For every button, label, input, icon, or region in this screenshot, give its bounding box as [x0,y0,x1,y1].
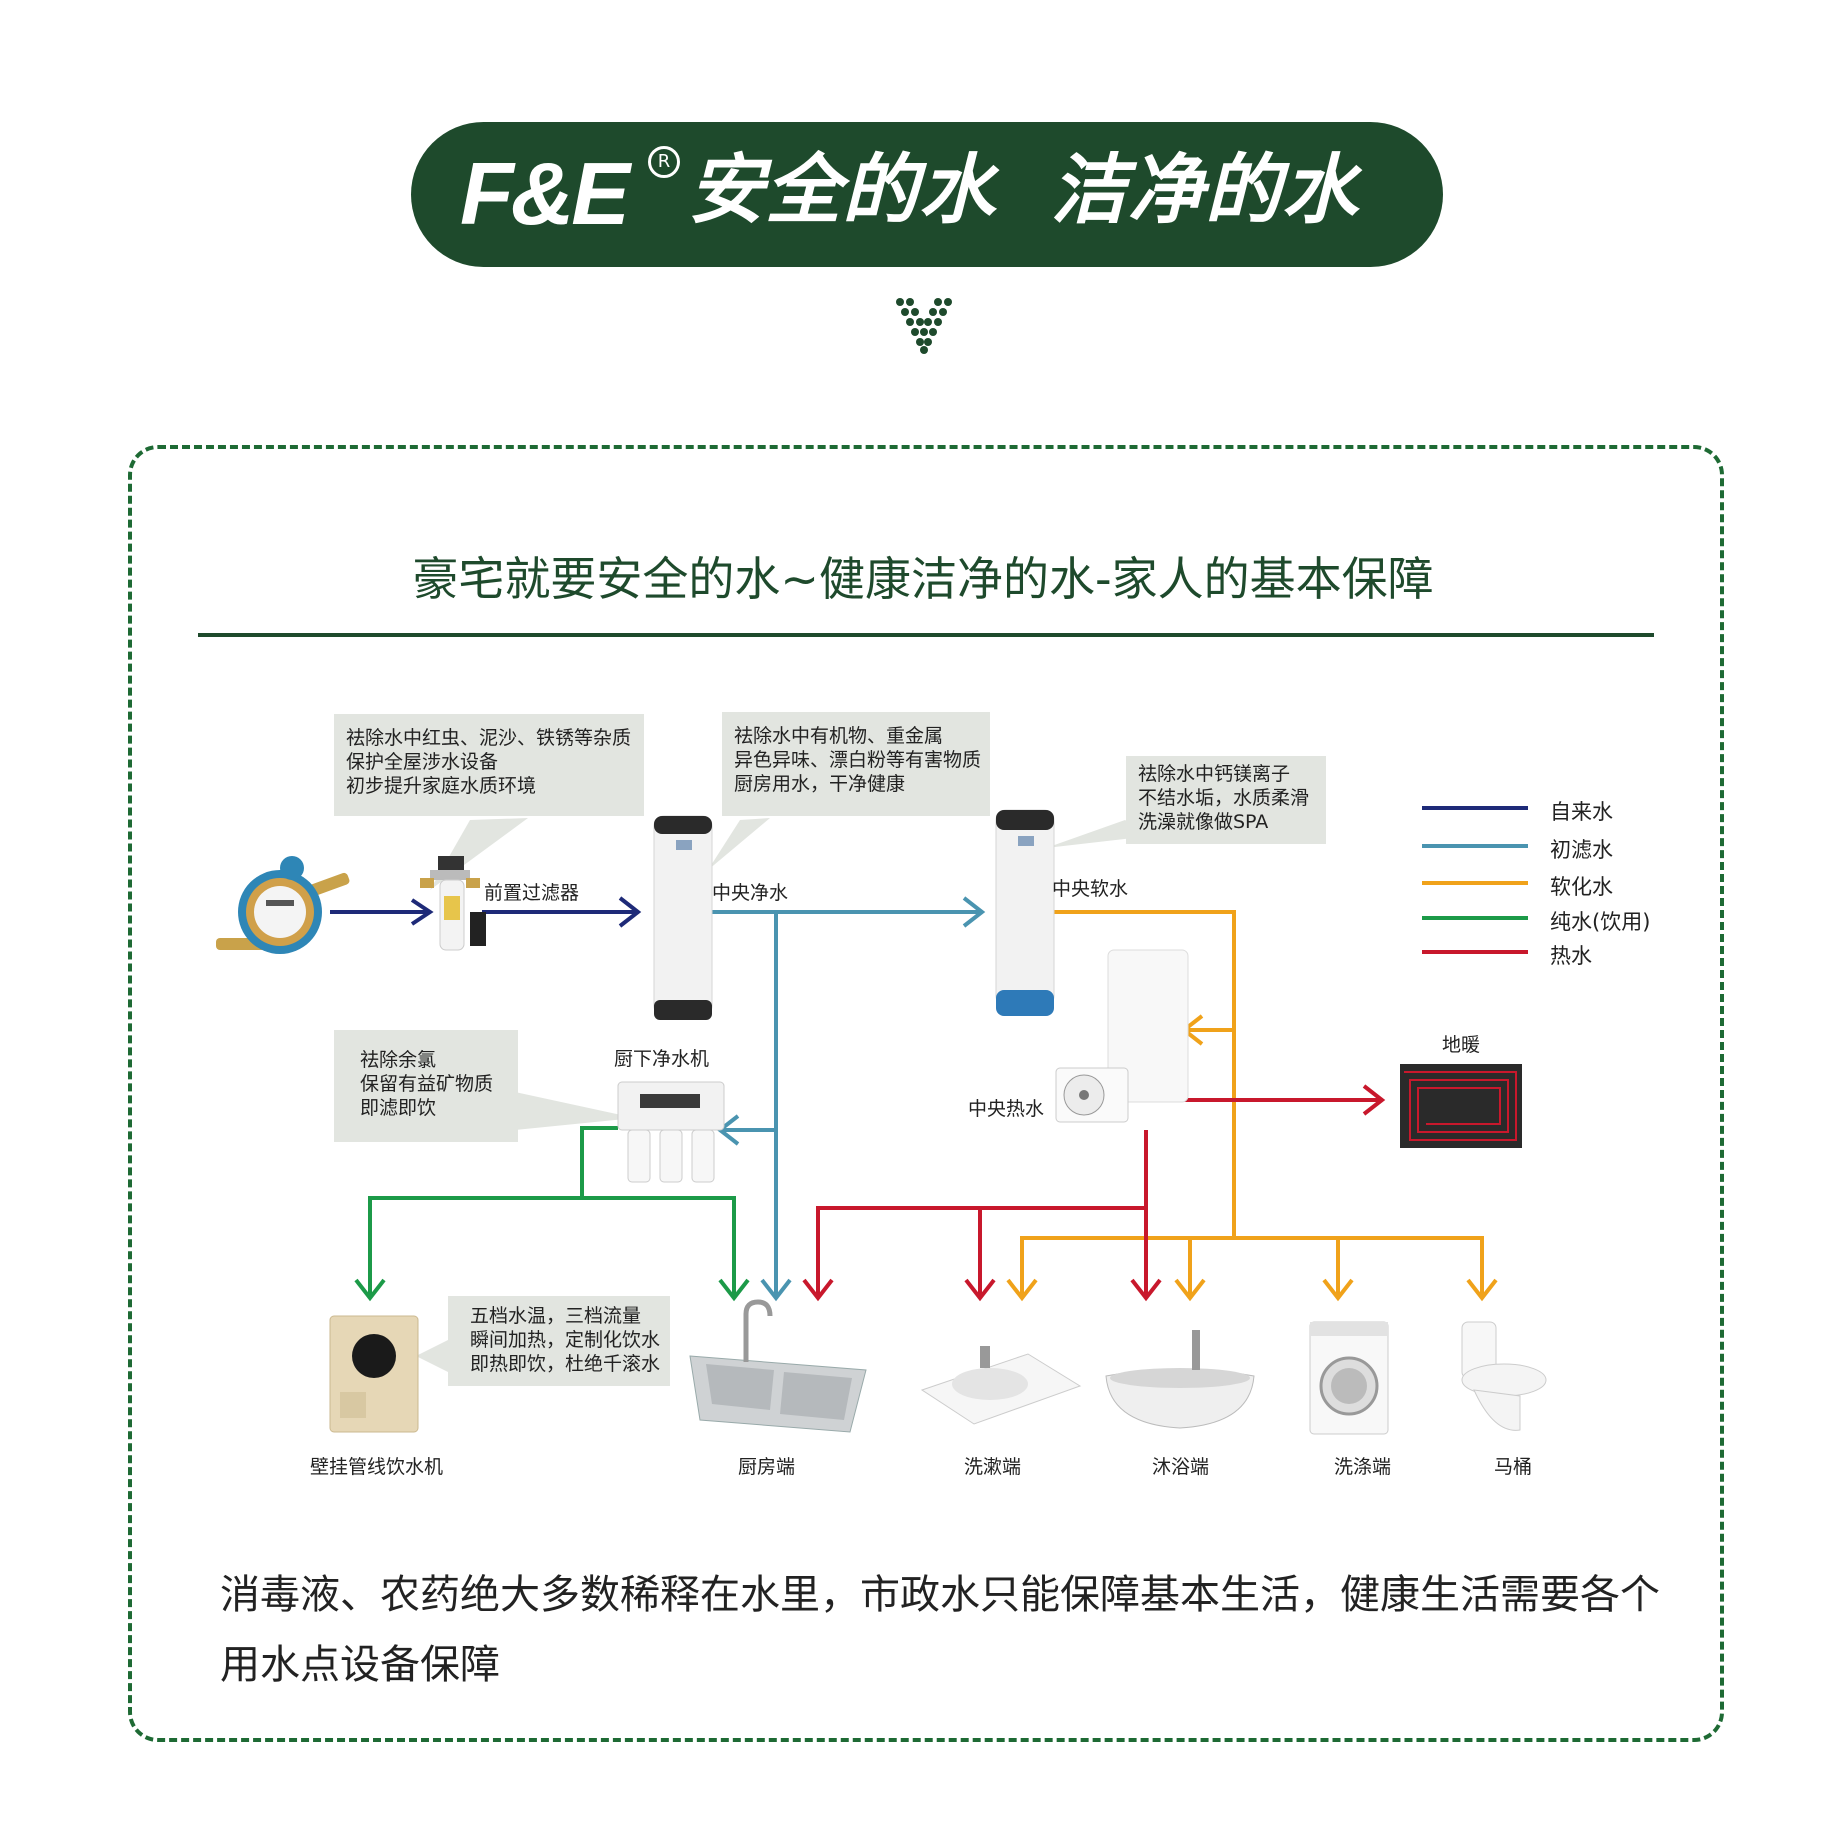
dispenser-note-pointer [416,1340,448,1372]
undersink-note-pointer [515,1092,635,1130]
heater-label: 中央热水 [968,1098,1045,1120]
purifier-note-pointer [708,818,770,870]
dot-chevron-icon [896,298,952,354]
pure-water-lines [354,1126,750,1302]
dispenser-label: 壁挂管线饮水机 [310,1456,444,1478]
washing-machine-icon [1309,1321,1389,1435]
wall-dispenser-icon [329,1315,419,1433]
slogan: 安全的水 洁净的水 [688,145,1359,234]
kitchen-label: 厨房端 [738,1456,796,1478]
undersink-label: 厨下净水机 [614,1048,710,1070]
section-heading: 豪宅就要安全的水~健康洁净的水-家人的基本保障 [412,552,1434,606]
toilet-label: 马桶 [1494,1456,1533,1478]
laundry-label: 洗涤端 [1334,1456,1392,1478]
softener-note: 祛除水中钙镁离子不结水垢，水质柔滑洗澡就像做SPA [1126,756,1326,844]
wash-label: 洗漱端 [964,1456,1022,1478]
bath-label: 沐浴端 [1152,1456,1210,1478]
prefilter-note: 祛除水中红虫、泥沙、铁锈等杂质保护全屋涉水设备初步提升家庭水质环境 [334,714,644,816]
prefilter-label: 前置过滤器 [484,882,580,904]
purifier-note: 祛除水中有机物、重金属异色异味、漂白粉等有害物质厨房用水，干净健康 [722,712,990,816]
prefilter-device-icon [420,856,486,951]
softener-note-pointer [1046,820,1150,848]
dispenser-note: 五档水温，三档流量瞬间加热，定制化饮水即热即饮，杜绝千滚水 [448,1296,670,1386]
registered-mark: R [648,146,680,178]
hot-water-lines [802,1084,1386,1302]
water-meter-icon [216,856,350,954]
softened-water-lines [1006,910,1498,1302]
floor-heating-label: 地暖 [1442,1034,1481,1056]
central-purifier-icon [653,815,713,1020]
undersink-note: 祛除余氯保留有益矿物质即滤即饮 [334,1030,518,1142]
floor-heating-icon [1400,1064,1522,1148]
prefiltered-water-lines [706,896,986,1302]
header-banner [411,122,1443,267]
content-frame [128,445,1724,1742]
footer-text: 消毒液、农药绝大多数稀释在水里，市政水只能保障基本生活，健康生活需要各个用水点设… [220,1572,1660,1688]
kitchen-sink-icon [689,1299,867,1433]
central-softener-icon [995,809,1055,1016]
heading-divider [198,633,1654,637]
brand-logo: F&E [460,144,630,243]
softener-label: 中央软水 [1052,878,1129,900]
water-heater-icon [1055,949,1189,1123]
undersink-purifier-icon [617,1081,725,1183]
washbasin-icon [920,1346,1082,1425]
bathtub-icon [1105,1330,1255,1429]
toilet-icon [1461,1321,1547,1431]
purifier-label: 中央净水 [712,882,789,904]
tap-water-lines [330,896,642,928]
